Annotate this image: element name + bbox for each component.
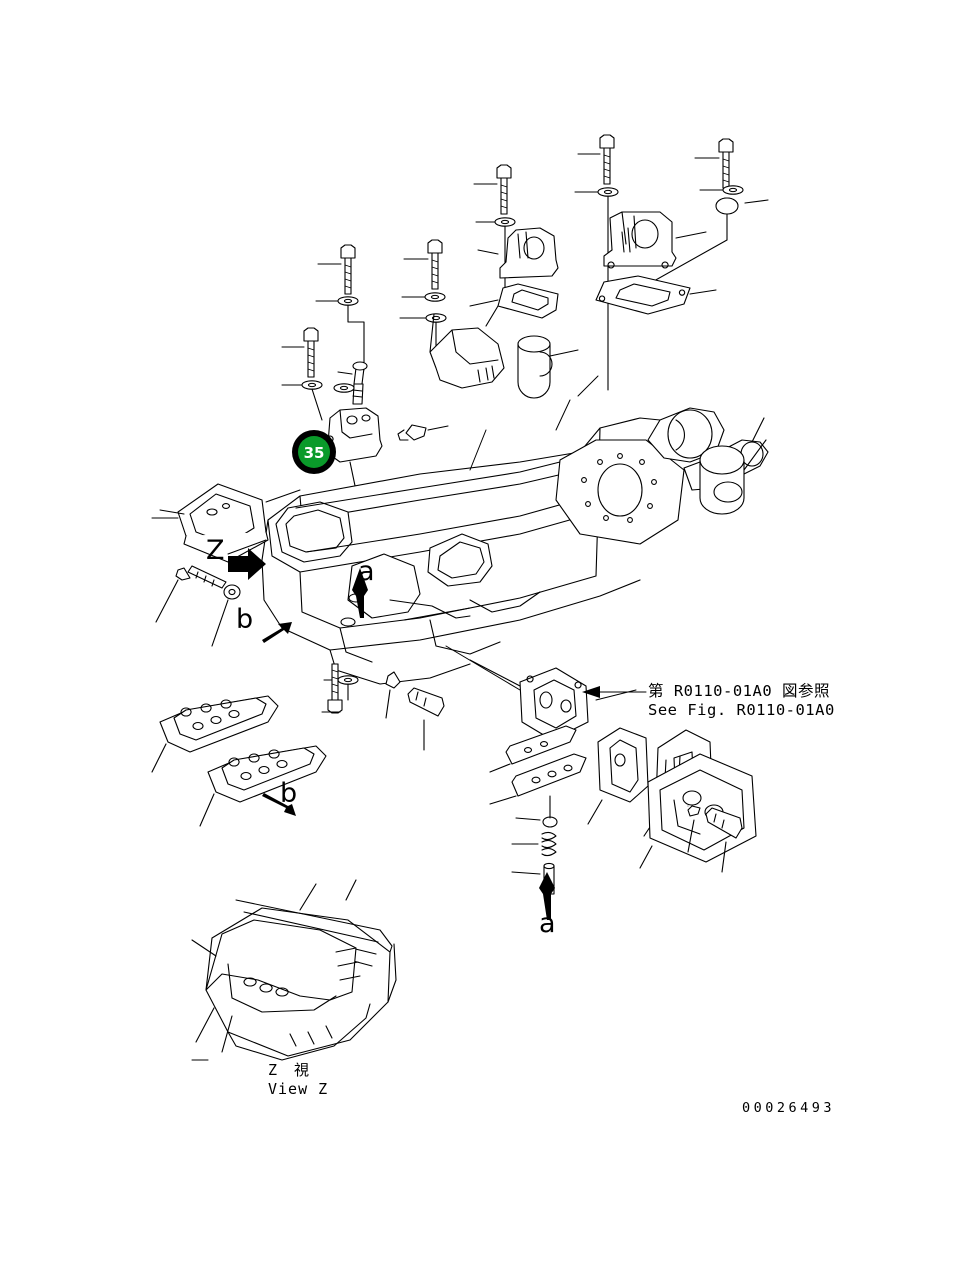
end-guard-plate [639,753,757,873]
track-guard-lower [199,745,327,827]
callout-b-lower: b [280,778,298,809]
section-arrow-b-upper [262,622,292,643]
shim-plate-upper [489,725,577,773]
shield-cover [429,305,505,389]
section-arrow-b-lower [262,793,296,816]
callout-z: Z [206,535,225,566]
shim-plate-lower [489,753,587,805]
item-highlight-badge[interactable]: 35 [292,430,336,474]
reference-note-japanese: 第 R0110-01A0 図参照 [648,682,830,700]
cover-gasket-upper [595,275,717,315]
bushing-upper [517,335,579,399]
fastener-group-lower-left [321,663,445,751]
track-guard-upper [151,695,279,773]
bracket-clamp-mid [477,227,559,279]
guard-block [469,659,589,741]
view-arrow-z [228,548,266,580]
drawing-number: 00026493 [742,1100,836,1116]
callout-b-upper: b [236,604,254,635]
callout-a-upper: a [358,556,375,587]
end-cover-plate-left [151,483,269,563]
fastener-left-end [155,565,241,647]
clip-part [397,424,449,441]
section-arrow-a-lower [539,872,555,920]
cover-plate-mid [469,283,559,319]
callout-a-lower: a [539,908,556,939]
bracket-clamp-upper [603,211,707,269]
section-arrow-a-upper [352,568,368,618]
view-z-detail [191,879,397,1061]
view-label-japanese: Z 視 [268,1061,311,1079]
reference-note-english: See Fig. R0110-01A0 [648,701,835,719]
side-cover-plate [587,727,649,825]
fastener-group-top [281,134,769,421]
stud-pin [337,361,368,405]
item-number-label: 35 [304,444,325,462]
reference-arrow [582,686,647,698]
view-label-english: View Z [268,1080,329,1098]
bushing-right [699,439,767,515]
bracket-item-35 [325,407,383,501]
